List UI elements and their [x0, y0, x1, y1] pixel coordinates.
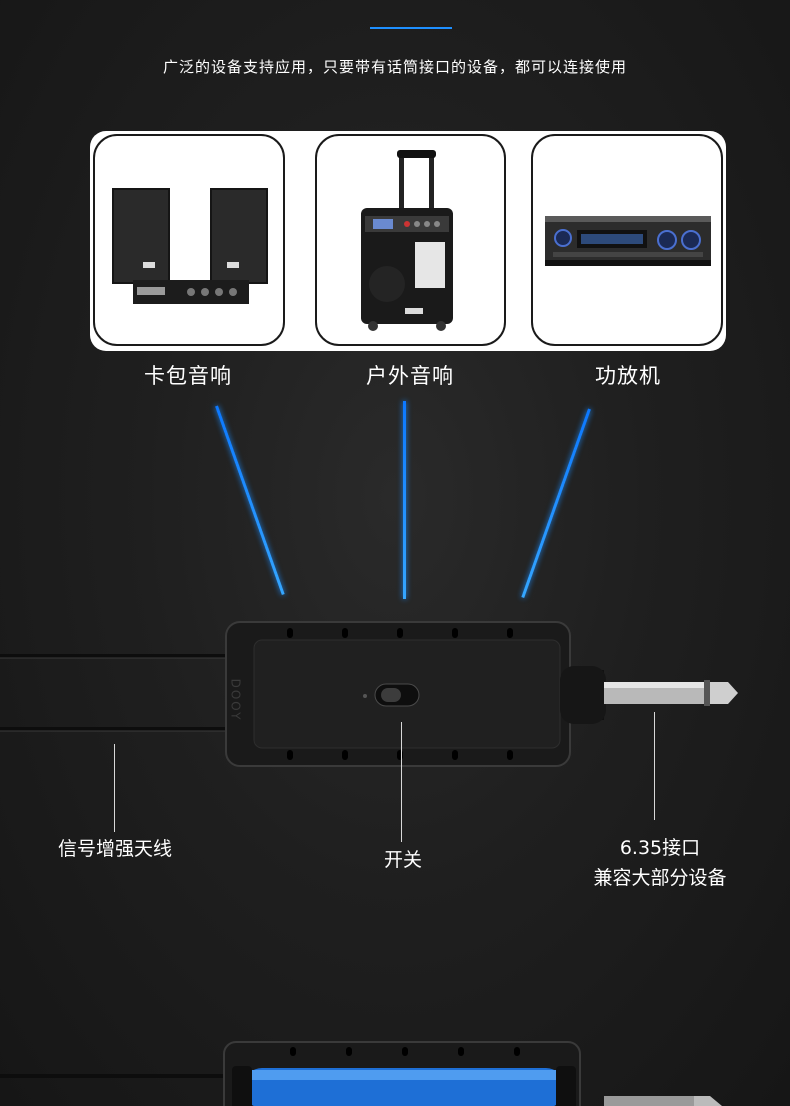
jack-leader-line — [654, 712, 655, 820]
jack-callout-line2: 兼容大部分设备 — [593, 867, 727, 889]
signal-beam-right — [521, 408, 591, 599]
signal-beam-left — [215, 405, 285, 596]
antenna-callout: 信号增强天线 — [57, 838, 172, 860]
signal-beam-center — [403, 401, 406, 599]
outdoor-speaker-image — [361, 150, 453, 331]
jack-callout: 6.35接口 兼容大部分设备 — [575, 833, 745, 893]
device-label-amplifier: 功放机 — [595, 364, 661, 388]
jack-callout-line1: 6.35接口 — [619, 837, 701, 859]
device-card-karaoke-speakers — [93, 134, 285, 346]
device-label-karaoke-speakers: 卡包音响 — [144, 364, 232, 388]
device-card-outdoor-speaker — [315, 134, 506, 346]
wireless-receiver — [0, 621, 738, 767]
antenna-leader-line — [114, 744, 115, 832]
device-card-amplifier — [531, 134, 723, 346]
karaoke-speakers-image — [112, 188, 268, 304]
brand-mark: DOOY — [228, 678, 243, 722]
receiver-battery-view — [0, 1041, 722, 1106]
device-label-outdoor-speaker: 户外音响 — [366, 364, 454, 388]
compatibility-subtitle: 广泛的设备支持应用，只要带有话筒接口的设备，都可以连接使用 — [162, 58, 627, 76]
accent-line — [370, 27, 452, 29]
switch-leader-line — [401, 722, 402, 842]
amplifier-image — [545, 216, 711, 266]
switch-callout: 开关 — [383, 849, 422, 871]
